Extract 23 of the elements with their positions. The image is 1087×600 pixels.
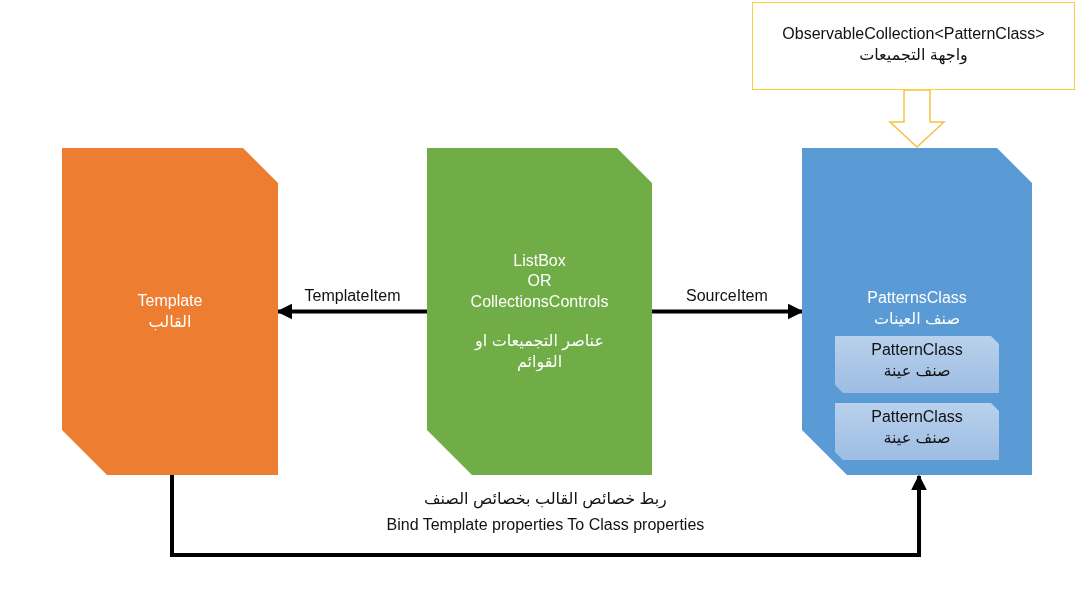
block-arrow	[888, 89, 946, 149]
node-subtitle: واجهة التجميعات	[859, 44, 968, 66]
node-subtitle: صنف العينات	[873, 308, 961, 329]
node-subtitle: عناصر التجميعات او القوائم	[473, 330, 605, 373]
node-title: PatternsClass	[867, 288, 967, 308]
node-subtitle: صنف عينة	[883, 427, 951, 448]
node-title: Template	[137, 290, 203, 311]
node-title: ObservableCollection<PatternClass>	[782, 24, 1045, 44]
node-title: ListBox	[513, 250, 566, 271]
node-subtitle: القالب	[148, 311, 192, 333]
node-title: PatternClass	[871, 340, 963, 360]
interface-box	[752, 2, 1075, 90]
arrow	[170, 474, 927, 557]
item-card	[835, 403, 999, 460]
class-card	[802, 148, 1032, 475]
arrow	[652, 303, 804, 320]
control-card	[427, 148, 652, 475]
item-card	[835, 336, 999, 393]
node-subtitle: CollectionsControls	[470, 292, 609, 313]
node-subtitle: OR	[527, 271, 552, 292]
node-subtitle: صنف عينة	[883, 360, 951, 381]
node-title: PatternClass	[871, 407, 963, 427]
template-card	[62, 148, 278, 475]
